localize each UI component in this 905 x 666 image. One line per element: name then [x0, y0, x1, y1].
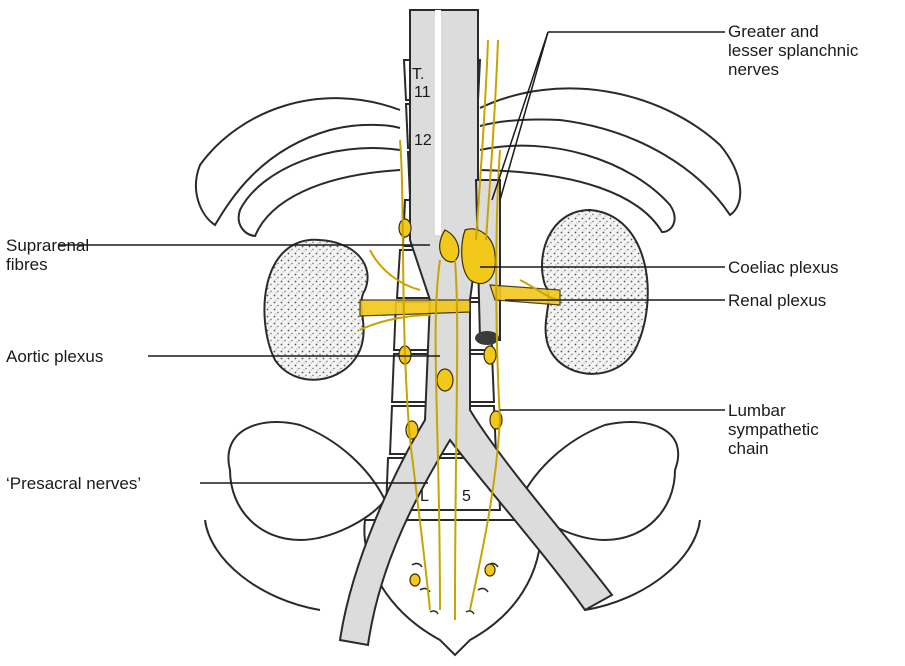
label-splanchnic-nerves: Greater and lesser splanchnic nerves [728, 22, 858, 79]
label-lumbar-line-1: Lumbar [728, 401, 819, 420]
label-renal-plexus: Renal plexus [728, 291, 826, 310]
left-kidney [264, 240, 367, 380]
label-coeliac-plexus: Coeliac plexus [728, 258, 839, 277]
label-splanchnic-line-3: nerves [728, 60, 858, 79]
label-aortic-plexus: Aortic plexus [6, 347, 103, 366]
label-suprarenal-line-2: fibres [6, 255, 89, 274]
label-splanchnic-line-1: Greater and [728, 22, 858, 41]
label-suprarenal-fibres: Suprarenal fibres [6, 236, 89, 274]
vertebra-label-t: T. [412, 66, 424, 84]
vertebra-label-l5: 5 [462, 488, 471, 506]
label-lumbar-sympathetic-chain: Lumbar sympathetic chain [728, 401, 819, 458]
label-lumbar-line-3: chain [728, 439, 819, 458]
vertebra-label-t12: 12 [414, 132, 432, 150]
label-suprarenal-line-1: Suprarenal [6, 236, 89, 255]
vertebra-label-t11: 11 [414, 84, 431, 102]
label-presacral-nerves: ‘Presacral nerves’ [6, 474, 141, 493]
label-lumbar-line-2: sympathetic [728, 420, 819, 439]
vertebra-label-l: L [420, 488, 429, 506]
label-splanchnic-line-2: lesser splanchnic [728, 41, 858, 60]
